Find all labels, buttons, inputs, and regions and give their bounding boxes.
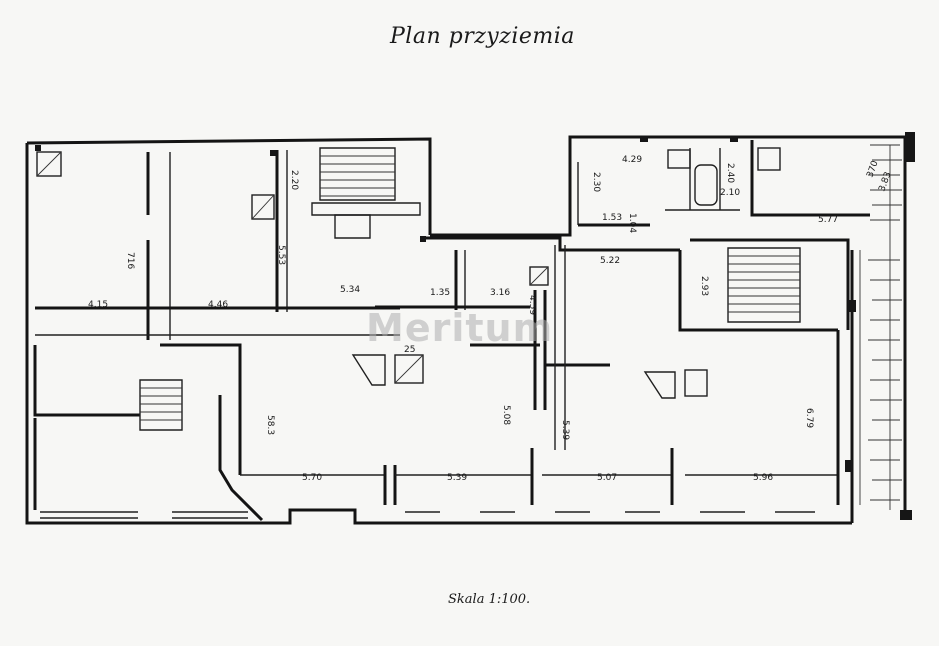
wall-marks [35, 132, 915, 520]
dim-446: 4.46 [208, 300, 228, 310]
dim-415: 4.15 [88, 300, 108, 310]
dim-230: 2.30 [591, 172, 601, 192]
dim-553: 5.53 [276, 245, 286, 265]
dim-370: 370 [865, 159, 880, 179]
dim-596: 5.96 [753, 473, 773, 483]
dim-507: 5.07 [597, 473, 617, 483]
staircase-bottom-left [139, 379, 183, 431]
dim-570: 5.70 [302, 473, 322, 483]
dim-539b: 5.39 [447, 473, 467, 483]
dim-679: 6.79 [804, 408, 814, 428]
dim-104: 1.04 [627, 213, 637, 233]
dim-153: 1.53 [602, 213, 622, 223]
dim-539: 5.39 [560, 420, 570, 440]
dim-429: 4.29 [622, 155, 642, 165]
dim-716: 716 [125, 252, 135, 269]
dim-220: 2.20 [289, 170, 299, 190]
scale-label: Skala 1:100. [448, 592, 531, 607]
dim-508: 5.08 [501, 405, 511, 425]
dim-240: 2.40 [725, 163, 735, 183]
watermark-text: Meritum [366, 306, 554, 350]
staircase-right [727, 247, 801, 323]
staircase-top [311, 147, 421, 239]
dim-210: 2.10 [720, 188, 740, 198]
plan-title: Plan przyziemia [390, 24, 575, 49]
shafts [36, 147, 781, 399]
dim-583: 58.3 [265, 415, 275, 435]
dim-135: 1.35 [430, 288, 450, 298]
dim-293: 2.93 [699, 276, 709, 296]
dim-534: 5.34 [340, 285, 360, 295]
dim-316: 3.16 [490, 288, 510, 298]
dim-459: 4.59 [527, 295, 537, 315]
left-block-walls [25, 135, 907, 525]
dim-577: 5.77 [818, 215, 838, 225]
dim-522: 5.22 [600, 256, 620, 266]
dim-25: 25 [404, 345, 415, 355]
